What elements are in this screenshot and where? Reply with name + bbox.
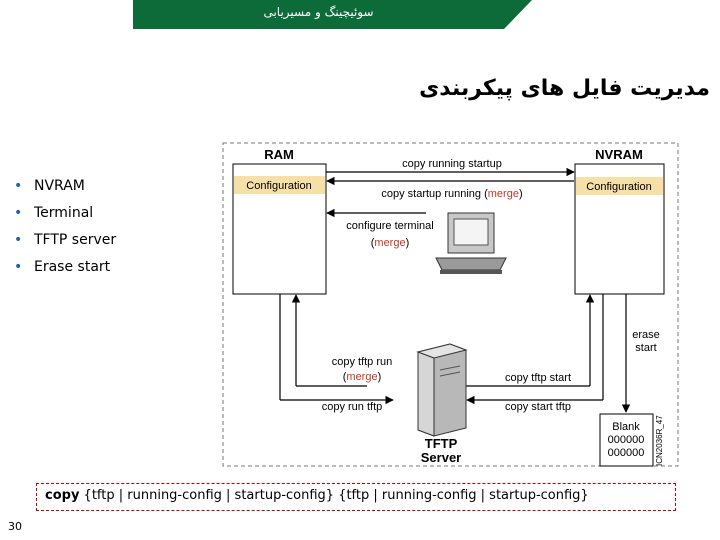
merge-text: merge bbox=[488, 188, 519, 200]
page-number: 30 bbox=[8, 520, 22, 533]
merge-text: merge bbox=[346, 371, 377, 383]
label-copy-startup-running: copy startup running (merge) bbox=[381, 188, 522, 200]
figure-id: ICN2036R_47 bbox=[655, 415, 664, 466]
label-merge-terminal: (merge) bbox=[371, 237, 410, 249]
label-start: start bbox=[635, 342, 656, 354]
ram-label: RAM bbox=[264, 147, 294, 162]
command-arguments: {tftp | running-config | startup-config}… bbox=[79, 488, 588, 503]
tftp-server-icon bbox=[418, 344, 466, 436]
label-copy-tftp-run: copy tftp run bbox=[332, 356, 393, 368]
label-copy-running-startup: copy running startup bbox=[402, 158, 502, 170]
label-copy-start-tftp: copy start tftp bbox=[505, 401, 571, 413]
label-merge-tftp: (merge) bbox=[343, 371, 382, 383]
nvram-config-label: Configuration bbox=[586, 181, 651, 193]
ram-config-label: Configuration bbox=[246, 180, 311, 192]
label-erase: erase bbox=[632, 329, 660, 341]
label-copy-tftp-start: copy tftp start bbox=[505, 372, 571, 384]
blank-row-1: 000000 bbox=[608, 434, 645, 446]
blank-row-2: 000000 bbox=[608, 447, 645, 459]
nvram-label: NVRAM bbox=[595, 147, 643, 162]
command-syntax-box: copy {tftp | running-config | startup-co… bbox=[36, 483, 676, 511]
tftp-label-line2: Server bbox=[421, 450, 461, 465]
tftp-label-line1: TFTP bbox=[425, 436, 458, 451]
label-copy-run-tftp: copy run tftp bbox=[322, 401, 383, 413]
command-keyword: copy bbox=[45, 488, 79, 503]
computer-terminal-icon bbox=[436, 213, 506, 274]
merge-text: merge bbox=[374, 237, 405, 249]
blank-label: Blank bbox=[612, 421, 640, 433]
label-configure-terminal: configure terminal bbox=[346, 220, 433, 232]
close-paren: ) bbox=[519, 188, 523, 200]
text-copy-startup-running: copy startup running ( bbox=[381, 188, 488, 200]
